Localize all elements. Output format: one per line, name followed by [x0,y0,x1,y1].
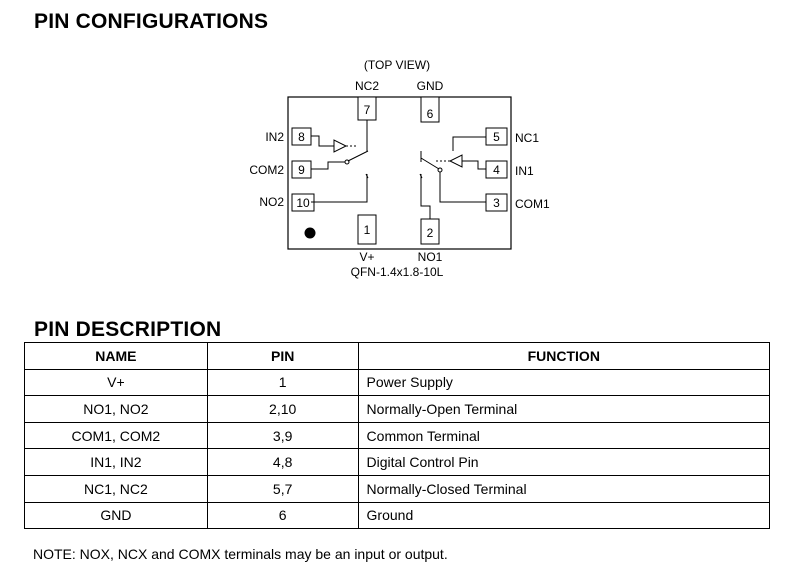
cell-function: Ground [357,501,771,530]
footnote: NOTE: NOX, NCX and COMX terminals may be… [33,546,448,562]
pin3-number: 3 [493,196,500,210]
top-view-label: (TOP VIEW) [364,58,430,72]
pin-description-title: PIN DESCRIPTION [34,318,222,341]
column-header-name: NAME [24,342,208,370]
cell-function: Common Terminal [357,421,771,450]
cell-pin: 4,8 [206,448,359,476]
pin7-number: 7 [364,103,371,117]
cell-name: IN1, IN2 [24,448,208,476]
cell-pin: 5,7 [206,474,359,503]
pin7-name: NC2 [355,79,379,93]
switch-1-schematic [419,136,486,219]
pin1-name: V+ [359,250,374,264]
pin8-number: 8 [298,130,305,144]
table-row: NO1, NO2 2,10 Normally-Open Terminal [24,395,771,423]
cell-pin: 6 [206,501,359,530]
pin4-name: IN1 [515,164,534,178]
pin6-number: 6 [427,107,434,121]
pin1-indicator-dot [304,227,316,239]
table-row: V+ 1 Power Supply [24,368,771,397]
pin-configurations-title: PIN CONFIGURATIONS [34,10,269,33]
pin5-number: 5 [493,130,500,144]
cell-name: NO1, NO2 [24,395,208,423]
pin2-number: 2 [427,226,434,240]
cell-pin: 3,9 [206,421,359,450]
pin-description-table: NAME PIN FUNCTION V+ 1 Power Supply NO1,… [24,342,771,530]
pin9-name: COM2 [249,163,284,177]
cell-pin: 1 [206,368,359,397]
table-header-row: NAME PIN FUNCTION [24,342,771,370]
pin5-name: NC1 [515,131,539,145]
pin4-number: 4 [493,163,500,177]
pin2-name: NO1 [418,250,443,264]
pin6-pad [420,96,440,123]
pin10-number: 10 [296,196,310,210]
package-outline [287,96,512,250]
switch-2-schematic [311,120,369,203]
pin9-number: 9 [298,163,305,177]
pin-configuration-diagram: (TOP VIEW) NC2 7 GND 6 IN2 8 COM2 9 NO2 … [249,58,550,279]
cell-function: Normally-Open Terminal [357,395,771,423]
cell-function: Normally-Closed Terminal [357,474,771,503]
cell-pin: 2,10 [206,395,359,423]
table-row: COM1, COM2 3,9 Common Terminal [24,421,771,450]
cell-name: GND [24,501,208,530]
pin1-pad [357,214,377,245]
cell-name: NC1, NC2 [24,474,208,503]
cell-function: Digital Control Pin [357,448,771,476]
table-row: IN1, IN2 4,8 Digital Control Pin [24,448,771,476]
pin1-number: 1 [364,223,371,237]
column-header-function: FUNCTION [357,342,771,370]
column-header-pin: PIN [206,342,359,370]
pin8-name: IN2 [265,130,284,144]
cell-name: V+ [24,368,208,397]
cell-name: COM1, COM2 [24,421,208,450]
pin6-name: GND [417,79,444,93]
pin10-name: NO2 [259,195,284,209]
table-row: NC1, NC2 5,7 Normally-Closed Terminal [24,474,771,503]
pin3-name: COM1 [515,197,550,211]
table-row: GND 6 Ground [24,501,771,530]
cell-function: Power Supply [357,368,771,397]
package-label: QFN-1.4x1.8-10L [351,265,444,279]
